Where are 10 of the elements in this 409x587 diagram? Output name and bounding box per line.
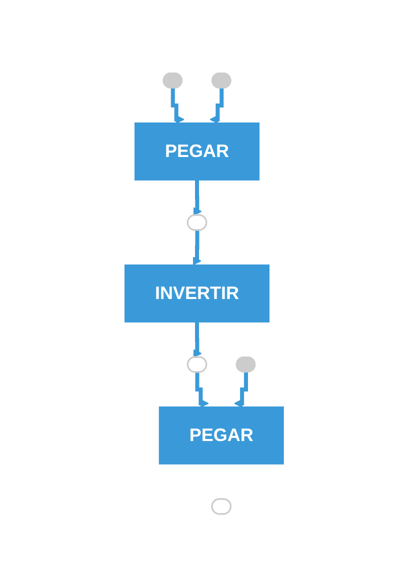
arrow bbox=[210, 86, 224, 124]
arrow bbox=[171, 86, 185, 124]
node-box: INVERTIR bbox=[124, 264, 270, 322]
arrow bbox=[193, 178, 202, 216]
arrow bbox=[234, 370, 249, 408]
arrow bbox=[192, 228, 202, 266]
arrow bbox=[196, 370, 210, 408]
node-box: PEGAR bbox=[159, 406, 284, 464]
arrow bbox=[193, 320, 202, 358]
node-box: PEGAR bbox=[134, 122, 260, 180]
